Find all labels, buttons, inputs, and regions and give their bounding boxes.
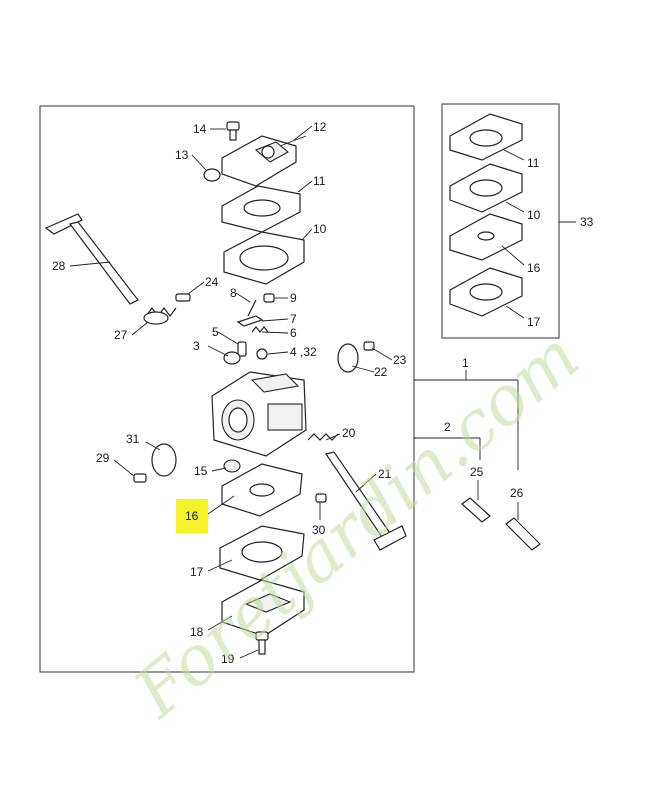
kit-callout-11: 11: [527, 156, 540, 170]
assembly-callout-25: 25: [470, 465, 484, 479]
callout-12: 12: [313, 120, 327, 134]
callout-7: 7: [290, 312, 297, 326]
callout-23: 23: [393, 353, 407, 367]
highlight-16-box: [176, 499, 208, 533]
small-parts-shape: [236, 293, 275, 333]
callout-28: 28: [52, 259, 66, 273]
callout-22: 22: [374, 365, 388, 379]
screen-15-shape: [223, 459, 241, 473]
callout-4-32: 4 ,32: [290, 345, 317, 359]
kit-part-shapes: [449, 113, 523, 317]
main-frame: [39, 105, 415, 673]
throttle-disc-22-23-shape: [337, 341, 375, 373]
callouts-kit: 11 10 16 17 33: [527, 156, 594, 329]
callout-30: 30: [312, 523, 326, 537]
callout-11: 11: [313, 174, 326, 188]
callout-5: 5: [212, 325, 219, 339]
kit-frame: [441, 103, 560, 339]
spring-27-shape: [143, 307, 177, 325]
carburetor-body-shape: [211, 371, 307, 457]
callout-16-highlighted: 16: [185, 509, 199, 523]
gasket-16-shape: [221, 463, 303, 517]
callouts-assembly: 1 2 25 26: [444, 356, 524, 500]
callout-27: 27: [114, 328, 128, 342]
callout-17: 17: [190, 565, 204, 579]
callout-6: 6: [290, 326, 297, 340]
callout-29: 29: [96, 451, 110, 465]
callout-31: 31: [126, 432, 140, 446]
callout-8: 8: [230, 286, 237, 300]
callout-19: 19: [221, 652, 235, 666]
kit-callout-17: 17: [527, 315, 541, 329]
callout-18: 18: [190, 625, 204, 639]
part-drawings: [44, 113, 541, 655]
kit-callout-33: 33: [580, 215, 594, 229]
callouts-main: 14 12 13 11 10 28 24 8 9 7 27 5 6 3 4 ,3…: [52, 120, 407, 666]
screw-24-shape: [175, 293, 191, 302]
callout-9: 9: [290, 291, 297, 305]
oring-13-shape: [203, 168, 221, 182]
assembly-screw-shapes: [461, 497, 541, 551]
gasket-17-shape: [219, 525, 305, 581]
screw-30-shape: [315, 493, 327, 503]
leader-lines: [69, 125, 576, 659]
callout-13: 13: [175, 148, 189, 162]
callout-20: 20: [342, 426, 356, 440]
callout-3: 3: [193, 339, 200, 353]
diaphragm-11-shape: [221, 185, 301, 233]
pump-cover-18-shape: [221, 579, 305, 637]
screw-19-shape: [255, 631, 269, 655]
cover-12-shape: [221, 135, 307, 187]
callout-10: 10: [313, 222, 327, 236]
callout-14: 14: [193, 122, 207, 136]
assembly-callout-1: 1: [462, 356, 469, 370]
assembly-callout-26: 26: [510, 486, 524, 500]
callout-15: 15: [194, 464, 208, 478]
needle-parts-shape: [223, 341, 268, 365]
kit-callout-10: 10: [527, 208, 541, 222]
callout-21: 21: [378, 467, 392, 481]
screw-14-shape: [226, 121, 240, 141]
disc-31-screw-29-shape: [133, 443, 177, 483]
kit-callout-16: 16: [527, 261, 541, 275]
callout-24: 24: [205, 275, 219, 289]
assembly-callout-2: 2: [444, 420, 451, 434]
gasket-10-shape: [223, 231, 305, 285]
